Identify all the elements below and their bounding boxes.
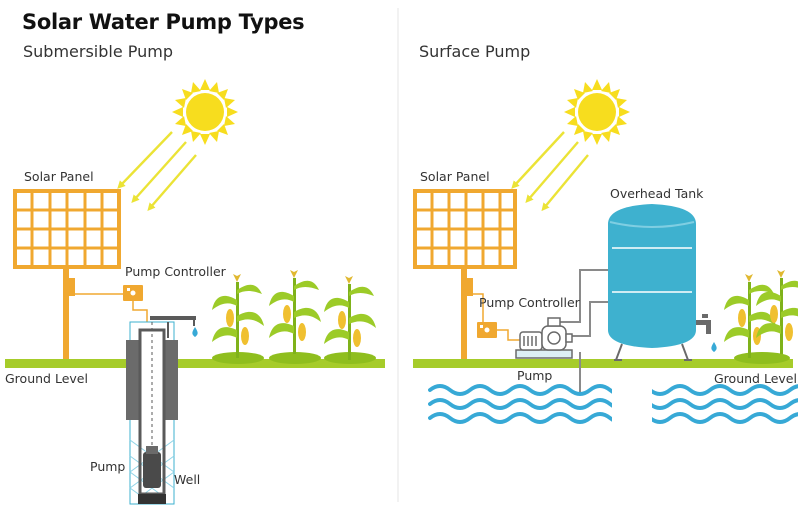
label-ground-level-left: Ground Level [5, 371, 88, 386]
controller-box-icon [123, 285, 143, 301]
label-overhead-tank: Overhead Tank [610, 186, 704, 201]
controller-to-pump-cable [497, 329, 520, 341]
solar-panel-icon [413, 189, 517, 363]
label-solar-panel-right: Solar Panel [420, 169, 490, 184]
solar-panel-icon [13, 189, 121, 363]
submersible-pump-icon [143, 446, 161, 488]
sun-icon [172, 79, 238, 145]
sunray-arrows [117, 131, 197, 212]
label-solar-panel-left: Solar Panel [24, 169, 94, 184]
faucet-icon [696, 314, 711, 334]
left-heading: Submersible Pump [23, 42, 174, 61]
surface-pump-icon [515, 317, 573, 359]
ground-strip-right [413, 359, 793, 368]
well-shaft-icon [126, 321, 178, 505]
label-pump-left: Pump [90, 459, 126, 474]
label-well: Well [174, 472, 201, 487]
label-pump-right: Pump [517, 368, 553, 383]
water-drop-icon [192, 327, 198, 337]
controller-box-icon [477, 322, 497, 338]
label-pump-controller-right: Pump Controller [479, 295, 580, 310]
page-title: Solar Water Pump Types [22, 10, 305, 34]
corn-plant-icon [212, 270, 376, 364]
controller-to-well-cable [132, 301, 148, 322]
controller-cable [469, 293, 484, 322]
corn-plant-icon [724, 270, 798, 364]
water-drop-icon [711, 342, 717, 352]
water-outlet-pipe [150, 316, 196, 338]
sun-icon [564, 79, 630, 145]
ground-strip-left [5, 359, 385, 368]
sunray-arrows [511, 131, 589, 212]
pipes [553, 269, 608, 392]
label-pump-controller-left: Pump Controller [125, 264, 226, 279]
label-ground-level-right: Ground Level [714, 371, 797, 386]
water-tank-icon [608, 204, 696, 361]
right-heading: Surface Pump [419, 42, 531, 61]
